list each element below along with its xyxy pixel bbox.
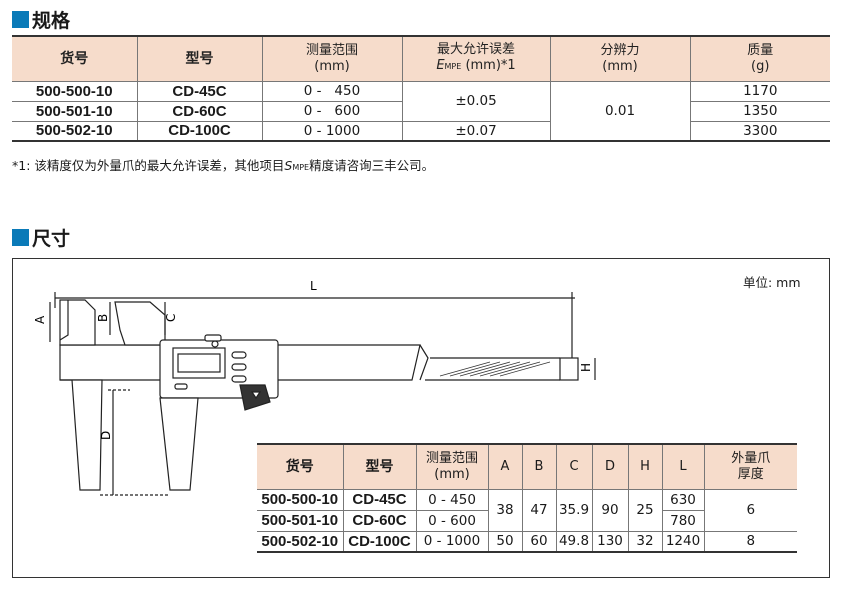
dim-label-H: H (579, 363, 593, 372)
dim-header-a: A (487, 444, 522, 490)
dim-header-jaw: 外量爪厚度 (703, 444, 797, 490)
table-row: 500-502-10 CD-100C 0 - 1000 ±0.07 3300 (12, 121, 830, 141)
dim-cell-c: 49.8 (555, 531, 592, 552)
dim-header-model: 型号 (342, 444, 416, 490)
caliper-drawing: L A B C D H (33, 280, 596, 496)
spec-cell-error: ±0.07 (401, 121, 550, 141)
dim-cell-code: 500-502-10 (261, 532, 339, 550)
dim-cell-model: CD-45C (342, 489, 416, 511)
dim-label-A: A (33, 315, 47, 324)
spec-header-resolution: 分辨力(mm) (549, 36, 690, 82)
dim-section-title: 尺寸 (12, 224, 70, 251)
table-row: 500-501-10 CD-60C 0 - 600 1350 (12, 101, 830, 122)
spec-cell-code: 500-500-10 (12, 81, 137, 102)
table-row: 500-501-10 CD-60C 0 - 600 780 (257, 510, 797, 532)
spec-cell-code: 500-501-10 (12, 101, 137, 122)
spec-header-range: 测量范围(mm) (261, 36, 402, 82)
dim-cell-model: CD-60C (342, 510, 416, 532)
spec-cell-mass: 3300 (689, 121, 830, 141)
dim-cell-h: 32 (627, 531, 662, 552)
spec-header-mass: 质量(g) (689, 36, 830, 82)
spec-title-text: 规格 (32, 10, 71, 32)
dim-cell-c: 35.9 (555, 489, 592, 532)
table-row: 500-500-10 CD-45C 0 - 450 ±0.05 0.01 117… (12, 81, 830, 142)
dim-cell-h: 25 (627, 489, 662, 532)
spec-header-code: 货号 (12, 36, 137, 82)
spec-section-title: 规格 (12, 6, 70, 33)
dim-header-h: H (627, 444, 662, 490)
dim-cell-a: 38 (487, 489, 522, 532)
dim-label-L: L (310, 280, 317, 293)
dim-cell-d: 130 (591, 531, 628, 552)
section-square-icon (12, 229, 29, 246)
dim-header-l: L (661, 444, 704, 490)
dim-header-c: C (555, 444, 592, 490)
dim-cell-jaw: 6 (703, 489, 797, 532)
dim-label-B: B (96, 314, 110, 322)
spec-cell-range: 0 - 600 (261, 101, 402, 122)
dim-cell-b: 60 (521, 531, 556, 552)
dim-cell-model: CD-100C (342, 531, 416, 552)
dim-title-text: 尺寸 (32, 228, 71, 250)
dim-cell-l: 780 (661, 510, 704, 532)
dim-table: 货号 型号 测量范围(mm) A B C D H L 外量爪厚度 500-500… (257, 443, 797, 553)
spec-cell-model: CD-45C (136, 81, 262, 102)
spec-cell-mass: 1170 (689, 81, 830, 102)
dim-cell-b: 47 (521, 489, 556, 532)
dim-cell-code: 500-500-10 (257, 489, 343, 511)
dim-header-d: D (591, 444, 628, 490)
dim-cell-jaw: 8 (703, 531, 797, 552)
spec-footnote: *1: 该精度仅为外量爪的最大允许误差，其他项目SMPE精度请咨询三丰公司。 (12, 158, 435, 173)
dim-cell-range: 0 - 600 (415, 510, 488, 532)
table-row: 500-502-10 CD-100C 0 - 1000 50 60 49.8 1… (257, 531, 797, 552)
spec-cell-resolution: 0.01 (549, 81, 690, 142)
spec-cell-model: CD-100C (136, 121, 262, 141)
dim-cell-l: 1240 (661, 531, 704, 552)
dim-header-code: 货号 (257, 444, 343, 490)
spec-cell-error: ±0.05 (401, 81, 550, 122)
dim-cell-a: 50 (487, 531, 522, 552)
section-square-icon (12, 11, 29, 28)
spec-cell-range: 0 - 1000 (261, 121, 402, 141)
table-row: 500-500-10 CD-45C 0 - 450 38 47 35.9 90 … (257, 489, 797, 532)
spec-cell-model: CD-60C (136, 101, 262, 122)
dim-cell-d: 90 (591, 489, 628, 532)
spec-cell-mass: 1350 (689, 101, 830, 122)
dim-label-C: C (164, 314, 178, 322)
dim-cell-l: 630 (661, 489, 704, 511)
dim-header-b: B (521, 444, 556, 490)
dim-label-D: D (99, 431, 113, 440)
dimension-drawing-box (12, 258, 830, 578)
dim-cell-range: 0 - 1000 (415, 531, 488, 552)
dim-header-range: 测量范围(mm) (415, 444, 488, 490)
spec-cell-code: 500-502-10 (35, 122, 113, 140)
spec-header-model: 型号 (136, 36, 262, 82)
spec-cell-range: 0 - 450 (261, 81, 402, 102)
dim-header-row: 货号 型号 测量范围(mm) A B C D H L 外量爪厚度 (257, 444, 797, 490)
dim-cell-range: 0 - 450 (415, 489, 488, 511)
dim-cell-code: 500-501-10 (257, 510, 343, 532)
unit-label: 单位: mm (743, 275, 801, 290)
